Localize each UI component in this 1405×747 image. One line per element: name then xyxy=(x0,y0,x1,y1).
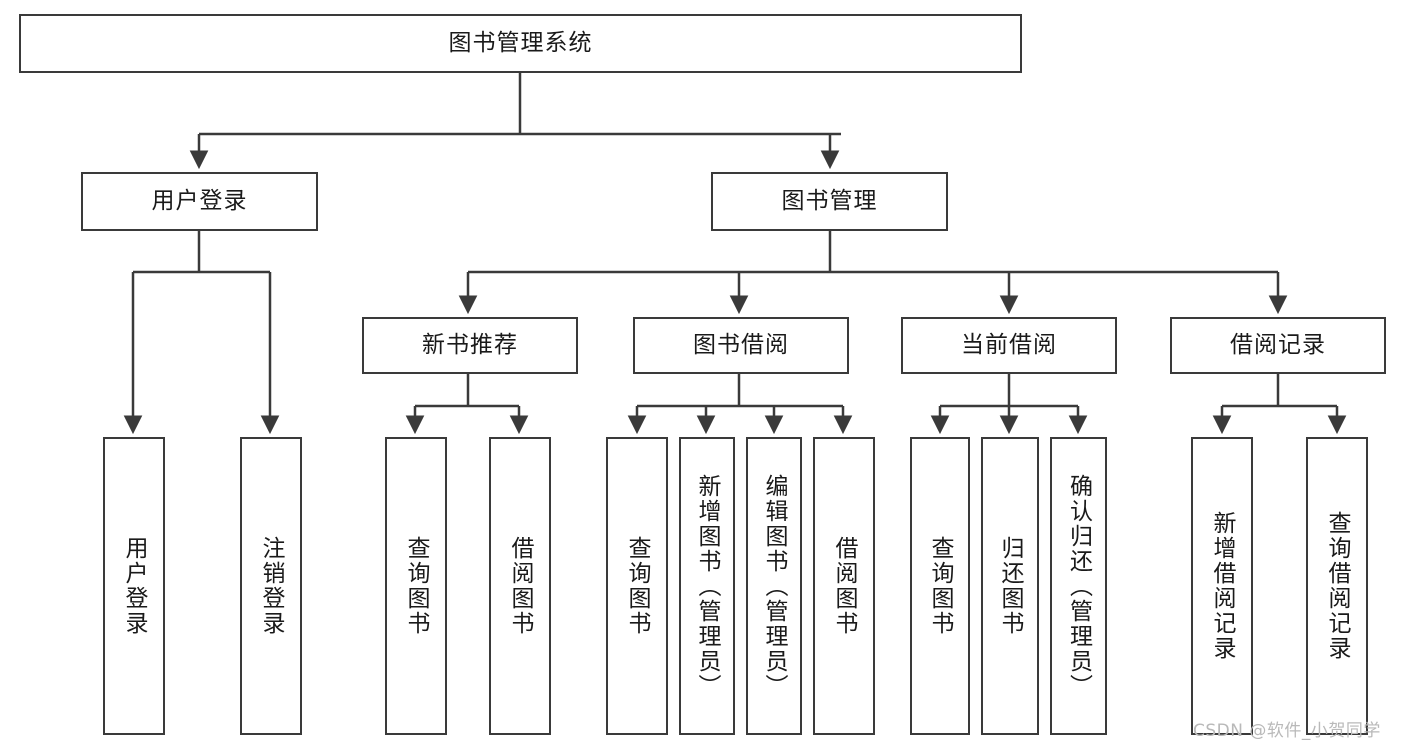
node-leaf-query-book-1[interactable]: 查询图书 xyxy=(385,437,447,735)
node-book-manage-label: 图书管理 xyxy=(781,187,878,214)
node-leaf-borrow-book-1-label: 借阅图书 xyxy=(507,536,534,636)
node-leaf-query-record[interactable]: 查询借阅记录 xyxy=(1306,437,1368,735)
node-book-borrow[interactable]: 图书借阅 xyxy=(633,317,849,374)
node-borrow-record-label: 借阅记录 xyxy=(1230,331,1326,358)
node-user-login[interactable]: 用户登录 xyxy=(81,172,318,231)
node-borrow-record[interactable]: 借阅记录 xyxy=(1170,317,1386,374)
node-leaf-query-book-1-label: 查询图书 xyxy=(403,536,430,636)
node-book-manage[interactable]: 图书管理 xyxy=(711,172,948,231)
node-leaf-confirm-return-label: 确认归还（管理员） xyxy=(1065,473,1092,699)
node-leaf-confirm-return[interactable]: 确认归还（管理员） xyxy=(1050,437,1107,735)
node-leaf-add-book-label: 新增图书（管理员） xyxy=(694,473,721,699)
node-leaf-add-book[interactable]: 新增图书（管理员） xyxy=(679,437,735,735)
node-current-borrow[interactable]: 当前借阅 xyxy=(901,317,1117,374)
watermark-text: CSDN @软件_小贺同学 xyxy=(1193,721,1381,741)
node-leaf-query-book-2[interactable]: 查询图书 xyxy=(606,437,668,735)
node-leaf-return-book[interactable]: 归还图书 xyxy=(981,437,1039,735)
node-leaf-borrow-book-2[interactable]: 借阅图书 xyxy=(813,437,875,735)
node-root[interactable]: 图书管理系统 xyxy=(19,14,1022,73)
node-leaf-query-book-2-label: 查询图书 xyxy=(624,536,651,636)
node-current-borrow-label: 当前借阅 xyxy=(961,331,1057,358)
node-leaf-query-book-3[interactable]: 查询图书 xyxy=(910,437,970,735)
node-leaf-borrow-book-2-label: 借阅图书 xyxy=(831,536,858,636)
node-new-book-recommend-label: 新书推荐 xyxy=(422,331,518,358)
node-leaf-return-book-label: 归还图书 xyxy=(997,536,1024,636)
node-leaf-edit-book[interactable]: 编辑图书（管理员） xyxy=(746,437,802,735)
node-leaf-user-logout-label: 注销登录 xyxy=(258,536,285,636)
node-leaf-user-logout[interactable]: 注销登录 xyxy=(240,437,302,735)
node-user-login-label: 用户登录 xyxy=(151,187,248,214)
node-root-label: 图书管理系统 xyxy=(448,29,593,56)
node-leaf-add-record-label: 新增借阅记录 xyxy=(1209,511,1236,661)
node-leaf-borrow-book-1[interactable]: 借阅图书 xyxy=(489,437,551,735)
node-leaf-add-record[interactable]: 新增借阅记录 xyxy=(1191,437,1253,735)
node-leaf-query-book-3-label: 查询图书 xyxy=(927,536,954,636)
node-leaf-user-login[interactable]: 用户登录 xyxy=(103,437,165,735)
node-book-borrow-label: 图书借阅 xyxy=(693,331,789,358)
node-leaf-query-record-label: 查询借阅记录 xyxy=(1324,511,1351,661)
node-new-book-recommend[interactable]: 新书推荐 xyxy=(362,317,578,374)
node-leaf-user-login-label: 用户登录 xyxy=(121,536,148,636)
node-leaf-edit-book-label: 编辑图书（管理员） xyxy=(761,473,788,699)
